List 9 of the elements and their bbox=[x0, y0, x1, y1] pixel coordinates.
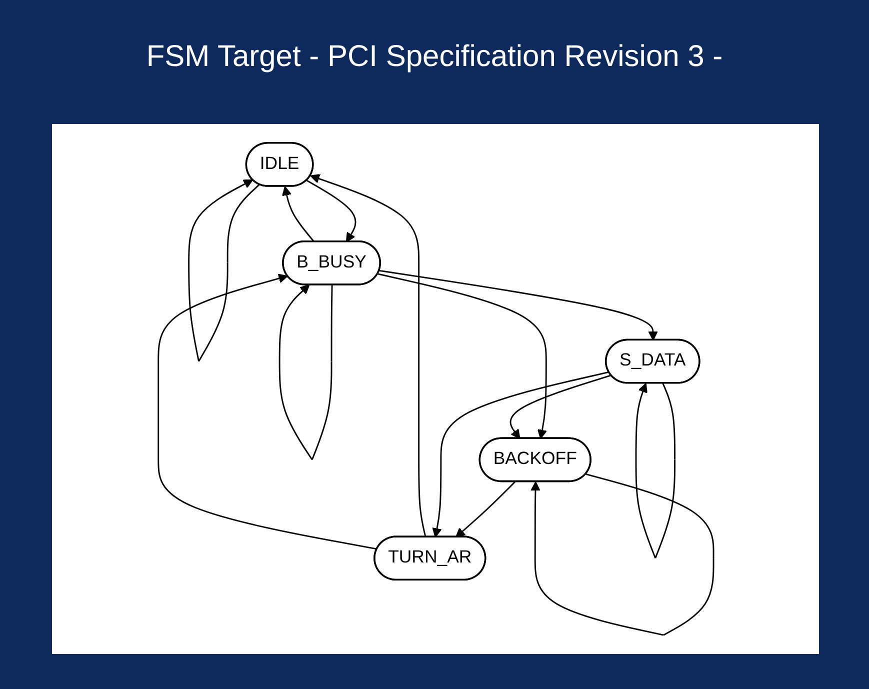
arrow bbox=[377, 273, 547, 440]
arrow bbox=[306, 180, 356, 242]
arrow bbox=[281, 186, 314, 242]
arrow bbox=[378, 270, 658, 341]
diagram-title: FSM Target - PCI Specification Revision 3 - bbox=[145, 40, 724, 74]
arrow bbox=[454, 481, 516, 538]
arrow bbox=[509, 374, 611, 440]
arrow bbox=[157, 274, 377, 550]
arrow bbox=[432, 371, 609, 538]
